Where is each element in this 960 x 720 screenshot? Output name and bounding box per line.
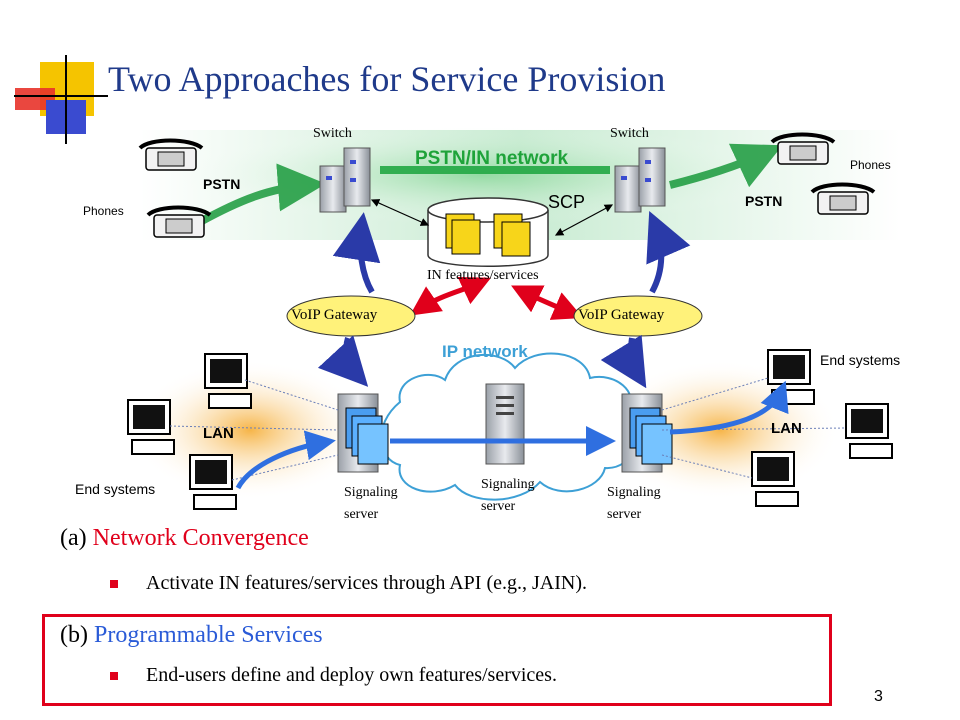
red-arrow-right	[511, 285, 584, 320]
switch-label-right: Switch	[610, 126, 649, 141]
scp-database-icon	[427, 197, 549, 267]
phones-label-right: Phones	[850, 158, 891, 172]
computer-icon-left-2	[127, 399, 175, 455]
switch-label-left: Switch	[313, 126, 352, 141]
section-a-bullet: Activate IN features/services through AP…	[110, 572, 587, 595]
signaling-left-line1: Signaling	[344, 485, 398, 500]
signaling-left-line2: server	[344, 507, 379, 522]
signaling-right-line1: Signaling	[607, 485, 661, 500]
section-a-prefix: (a)	[60, 525, 93, 551]
lan-label-right: LAN	[771, 420, 802, 437]
lan-links-left	[169, 379, 339, 481]
section-b-title: Programmable Services	[93, 622, 323, 648]
pstn-label-left: PSTN	[203, 176, 241, 192]
programmable-services-box	[42, 614, 832, 706]
computer-icon-left-1	[204, 353, 252, 409]
page-number: 3	[874, 688, 883, 705]
switch-icon-right	[614, 147, 666, 213]
lan-label-left: LAN	[203, 425, 234, 442]
page-title: Two Approaches for Service Provision	[108, 59, 666, 99]
end-system-arrow-right	[669, 380, 789, 435]
signaling-server-icon-right	[621, 393, 673, 473]
corner-logo	[14, 55, 108, 144]
bullet-icon	[110, 580, 118, 589]
switch-icon-left	[319, 147, 371, 213]
voip-gateway-left: VoIP Gateway	[291, 307, 378, 323]
section-a-title: Network Convergence	[92, 525, 309, 551]
signaling-server-label-left: Signaling server	[344, 482, 398, 526]
blue-arrow-right-up	[646, 210, 691, 294]
pstn-link-left	[198, 163, 326, 226]
pstn-label-right: PSTN	[745, 193, 783, 209]
pstn-in-network-label: PSTN/IN network	[415, 148, 569, 169]
section-a-bullet-text: Activate IN features/services through AP…	[146, 572, 587, 594]
red-arrow-left	[409, 276, 492, 316]
scp-label: SCP	[548, 192, 586, 212]
end-systems-label-left: End systems	[75, 481, 156, 497]
signaling-server-label-middle: Signaling server	[481, 474, 535, 518]
signaling-mid-line2: server	[481, 499, 516, 514]
phone-icon-right-bottom	[810, 182, 876, 215]
bullet-icon	[110, 672, 118, 681]
scp-link-right	[554, 204, 614, 236]
blue-arrow-left-down	[317, 335, 369, 387]
pstn-link-right	[669, 143, 783, 189]
computer-icon-right-3	[751, 451, 799, 507]
ip-network-label: IP network	[442, 342, 528, 361]
blue-arrow-left-up	[332, 212, 381, 294]
in-features-label: IN features/services	[427, 268, 539, 283]
signaling-server-icon-left	[337, 393, 389, 473]
signaling-server-label-right: Signaling server	[607, 482, 661, 526]
phone-icon-left-bottom	[146, 205, 212, 238]
end-system-arrow-left	[235, 430, 336, 490]
computer-icon-right-2	[845, 403, 893, 459]
blue-arrow-right-down	[600, 334, 647, 389]
section-b-bullet-text: End-users define and deploy own features…	[146, 664, 557, 686]
end-systems-label-right: End systems	[820, 352, 901, 368]
section-b-bullet: End-users define and deploy own features…	[110, 664, 557, 687]
section-b-prefix: (b)	[60, 622, 94, 648]
signaling-right-line2: server	[607, 507, 642, 522]
scp-link-left	[370, 199, 430, 226]
section-a-heading: (a) Network Convergence	[60, 525, 309, 552]
logo-red-square	[15, 88, 55, 110]
section-b-heading: (b) Programmable Services	[60, 622, 323, 649]
voip-gateway-right: VoIP Gateway	[578, 307, 665, 323]
computer-icon-right-1	[767, 349, 815, 405]
phone-icon-left-top	[138, 138, 204, 171]
phones-label-left: Phones	[83, 204, 124, 218]
signaling-mid-line1: Signaling	[481, 477, 535, 492]
phone-icon-right-top	[770, 132, 836, 165]
computer-icon-left-3	[189, 454, 237, 510]
lan-links-right	[661, 377, 847, 479]
signaling-server-icon-middle	[485, 383, 525, 465]
